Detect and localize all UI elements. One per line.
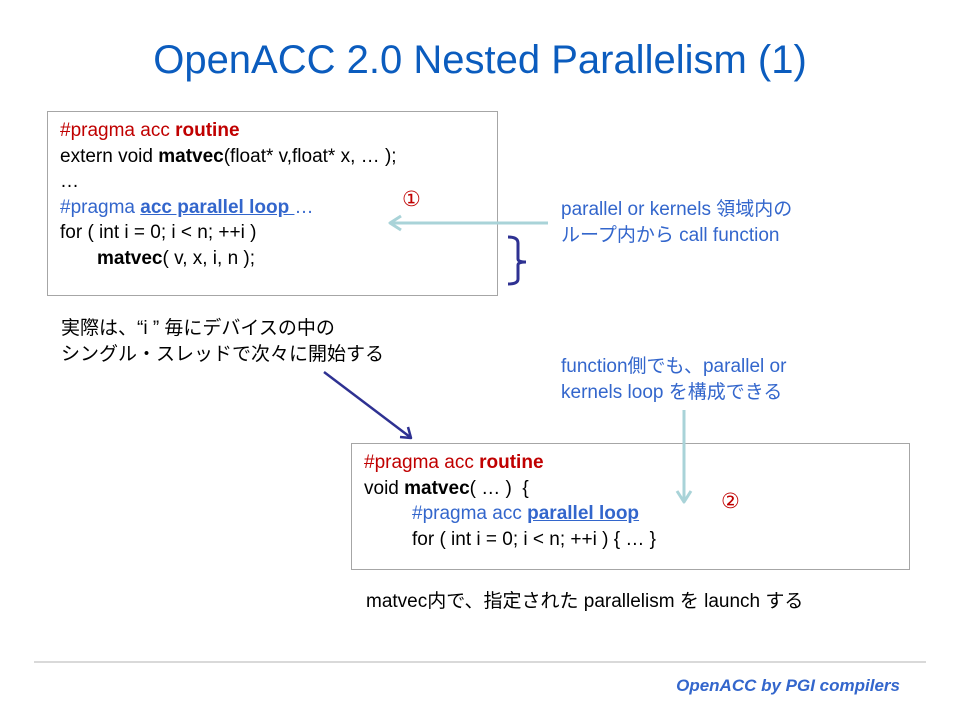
footer-divider xyxy=(34,661,926,663)
code-line-ellipsis: … xyxy=(60,171,79,192)
code-line-for: for ( int i = 0; i < n; ++i ) { … } xyxy=(412,528,656,550)
routine-keyword: routine xyxy=(175,120,240,141)
acc-parallel-loop-link[interactable]: acc parallel loop xyxy=(140,196,295,218)
note-function-side: function側でも、parallel or kernels loop を構成… xyxy=(561,356,787,403)
code-line-parallel-loop: #pragma acc parallel loop … xyxy=(60,195,485,221)
parallel-loop-link[interactable]: parallel loop xyxy=(527,503,640,524)
code-line-extern-decl: extern void matvec(float* v,float* x, … … xyxy=(60,144,485,170)
pragma-prefix: #pragma acc xyxy=(412,503,528,524)
func-name: matvec xyxy=(404,477,470,499)
def-prefix: void xyxy=(364,477,405,499)
func-call-args: ( v, x, i, n ); xyxy=(162,247,256,269)
caller-code-box: #pragma acc routine extern void matvec(f… xyxy=(47,111,498,296)
footer-text: OpenACC by PGI compilers xyxy=(676,676,900,695)
note-per-iteration: 実際は、“i ” 毎にデバイスの中の シングル・スレッドで次々に開始する xyxy=(61,318,385,365)
pragma-prefix: #pragma xyxy=(60,196,141,218)
func-call-name: matvec xyxy=(97,247,163,269)
func-name: matvec xyxy=(158,145,224,167)
routine-keyword: routine xyxy=(479,452,544,473)
arrow-diagonal-icon xyxy=(323,371,413,440)
decl-args: (float* v,float* x, … ); xyxy=(223,145,397,167)
note-call-from-loop: parallel or kernels 領域内の ループ内から call fun… xyxy=(561,199,793,246)
code-line-func-def: void matvec( … ) { xyxy=(364,476,897,502)
brace-icon xyxy=(507,235,527,286)
slide-title: OpenACC 2.0 Nested Parallelism (1) xyxy=(153,38,807,82)
code-line-parallel-loop: #pragma acc parallel loop xyxy=(364,501,897,527)
callee-code-box: #pragma acc routine void matvec( … ) { #… xyxy=(351,443,910,570)
marker-one: ① xyxy=(402,188,421,211)
code-line-call: matvec( v, x, i, n ); xyxy=(60,246,485,272)
code-line-routine: #pragma acc routine xyxy=(60,118,485,144)
code-line-routine: #pragma acc routine xyxy=(364,450,897,476)
pragma-prefix: #pragma acc xyxy=(60,120,176,141)
decl-prefix: extern void xyxy=(60,145,159,167)
code-line-for: for ( int i = 0; i < n; ++i ) xyxy=(60,222,257,243)
pragma-prefix: #pragma acc xyxy=(364,452,480,473)
pragma-ellipsis: … xyxy=(294,196,314,218)
note-launch: matvec内で、指定された parallelism を launch する xyxy=(366,591,804,612)
marker-two: ② xyxy=(721,490,740,513)
def-args: ( … ) { xyxy=(469,477,529,499)
